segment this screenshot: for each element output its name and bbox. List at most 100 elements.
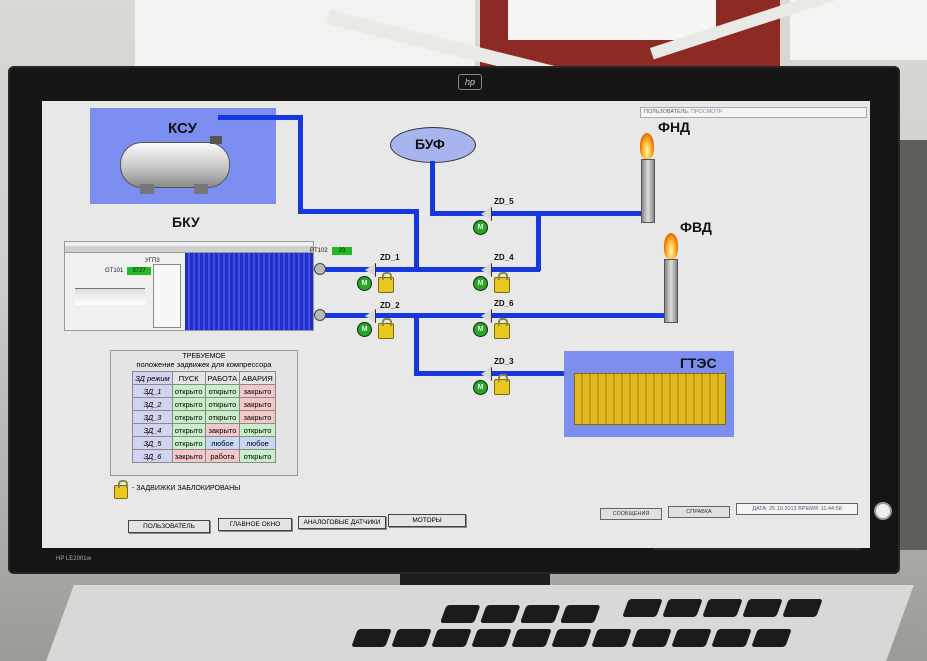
bku-label: БКУ bbox=[172, 214, 200, 230]
tank-support bbox=[194, 184, 208, 194]
table-cell: открыто bbox=[204, 384, 241, 398]
table-header: ПУСК bbox=[171, 371, 206, 385]
user-value: ПРОСМОТР bbox=[690, 109, 723, 115]
table-row: ЗД_1 открыто открыто закрыто bbox=[132, 384, 276, 398]
table-header-row: ЗД режим ПУСК РАБОТА АВАРИЯ bbox=[132, 371, 276, 385]
bku-building[interactable]: УГП3 GT101 3727 bbox=[64, 241, 314, 331]
motor-icon: M bbox=[473, 220, 488, 235]
motor-icon: M bbox=[473, 380, 488, 395]
valve-zd4[interactable]: M bbox=[468, 263, 492, 291]
pipe bbox=[430, 161, 435, 213]
flare-stack-fnd[interactable] bbox=[641, 159, 655, 223]
bku-door bbox=[153, 264, 181, 328]
ksu-label: КСУ bbox=[168, 120, 197, 137]
buf-vessel[interactable]: БУФ bbox=[390, 127, 476, 163]
table-cell: закрыто bbox=[171, 449, 206, 463]
lock-icon bbox=[378, 318, 394, 339]
table-cell: ЗД_1 bbox=[132, 384, 173, 398]
pipe bbox=[536, 213, 541, 271]
ugp3-label: УГП3 bbox=[145, 258, 160, 264]
valve-position-panel: ТРЕБУЕМОЕ положение задвижек для компрес… bbox=[110, 350, 298, 476]
flame-icon bbox=[640, 133, 654, 159]
valve-zd3[interactable]: M bbox=[468, 367, 492, 395]
table-cell: работа bbox=[204, 449, 241, 463]
lock-icon bbox=[494, 318, 510, 339]
table-cell: закрыто bbox=[239, 384, 276, 398]
user-button[interactable]: ПОЛЬЗОВАТЕЛЬ bbox=[128, 520, 210, 533]
analog-sensors-button[interactable]: АНАЛОГОВЫЕ ДАТЧИКИ bbox=[298, 516, 386, 529]
flow-meter-icon bbox=[314, 263, 326, 275]
buf-label: БУФ bbox=[415, 136, 445, 152]
valve-zd5[interactable]: M bbox=[468, 207, 492, 235]
motor-icon: M bbox=[473, 276, 488, 291]
valve-zd2[interactable]: M bbox=[352, 309, 376, 337]
messages-button[interactable]: СООБЩЕНИЯ bbox=[600, 508, 662, 520]
table-cell: открыто bbox=[204, 397, 241, 411]
hp-logo: hp bbox=[458, 74, 482, 90]
motor-icon: M bbox=[473, 322, 488, 337]
table-header: ЗД режим bbox=[132, 371, 173, 385]
pipe bbox=[322, 313, 668, 318]
table-cell: открыто bbox=[239, 423, 276, 437]
table-cell: закрыто bbox=[239, 410, 276, 424]
table-cell: открыто bbox=[171, 423, 206, 437]
table-subtitle: положение задвижек для компрессора bbox=[136, 360, 272, 369]
zd3-label: ZD_3 bbox=[494, 357, 514, 366]
table-cell: открыто bbox=[171, 410, 206, 424]
shelf bbox=[895, 140, 927, 550]
tank-support bbox=[140, 184, 154, 194]
table-cell: любое bbox=[204, 436, 241, 450]
table-cell: ЗД_5 bbox=[132, 436, 173, 450]
ksu-panel[interactable]: КСУ bbox=[90, 108, 276, 204]
power-icon[interactable] bbox=[874, 502, 892, 520]
pipe bbox=[414, 313, 419, 375]
motor-icon: M bbox=[357, 322, 372, 337]
zd4-label: ZD_4 bbox=[494, 253, 514, 262]
table-cell: открыто bbox=[204, 410, 241, 424]
valve-zd1[interactable]: M bbox=[352, 263, 376, 291]
gtes-label: ГТЭС bbox=[680, 355, 717, 371]
pipe bbox=[414, 371, 584, 376]
table-title: ТРЕБУЕМОЕ bbox=[182, 353, 226, 360]
table-cell: открыто bbox=[171, 397, 206, 411]
table-header: АВАРИЯ bbox=[239, 371, 276, 385]
table-row: ЗД_6 закрыто работа открыто bbox=[132, 449, 276, 463]
table-cell: открыто bbox=[239, 449, 276, 463]
valve-zd6[interactable]: M bbox=[468, 309, 492, 337]
table-row: ЗД_3 открыто открыто закрыто bbox=[132, 410, 276, 424]
gtes-panel[interactable]: ГТЭС bbox=[564, 351, 734, 437]
table-cell: закрыто bbox=[239, 397, 276, 411]
zd5-label: ZD_5 bbox=[494, 197, 514, 206]
table-cell: закрыто bbox=[204, 423, 241, 437]
gas-turbine-generator bbox=[574, 373, 726, 425]
flow-meter-icon bbox=[314, 309, 326, 321]
datetime-display: ДАТА: 25.10.2013 ВРЕМЯ: 11:44:58 bbox=[736, 503, 858, 515]
lock-icon bbox=[494, 374, 510, 395]
motor-icon: M bbox=[357, 276, 372, 291]
help-button[interactable]: СПРАВКА bbox=[668, 506, 730, 518]
legend-text: - ЗАДВИЖКИ ЗАБЛОКИРОВАНЫ bbox=[132, 485, 241, 492]
main-window-button[interactable]: ГЛАВНОЕ ОКНО bbox=[218, 518, 292, 531]
pipe bbox=[322, 267, 540, 272]
lock-icon bbox=[494, 272, 510, 293]
motors-button[interactable]: МОТОРЫ bbox=[388, 514, 466, 527]
table-row: ЗД_2 открыто открыто закрыто bbox=[132, 397, 276, 411]
table-cell: ЗД_4 bbox=[132, 423, 173, 437]
window bbox=[790, 0, 927, 60]
lock-icon bbox=[114, 480, 128, 499]
pt102-value: 23 bbox=[332, 247, 352, 255]
scada-screen: ПОЛЬЗОВАТЕЛЬ: ПРОСМОТР КСУ БКУ УГП3 GT10… bbox=[42, 101, 870, 548]
keyboard bbox=[46, 585, 914, 661]
user-status: ПОЛЬЗОВАТЕЛЬ: ПРОСМОТР bbox=[640, 107, 867, 118]
table-cell: открыто bbox=[171, 436, 206, 450]
pt102-label: PT102 bbox=[310, 248, 328, 254]
user-label: ПОЛЬЗОВАТЕЛЬ bbox=[644, 109, 688, 115]
table-cell: ЗД_3 bbox=[132, 410, 173, 424]
flare-stack-fvd[interactable] bbox=[664, 259, 678, 323]
valve-position-table: ЗД режим ПУСК РАБОТА АВАРИЯ ЗД_1 открыто… bbox=[132, 371, 276, 463]
pipe bbox=[298, 209, 416, 214]
fnd-label: ФНД bbox=[658, 119, 691, 135]
fvd-label: ФВД bbox=[680, 219, 712, 235]
table-cell: любое bbox=[239, 436, 276, 450]
bku-roof bbox=[65, 246, 313, 253]
